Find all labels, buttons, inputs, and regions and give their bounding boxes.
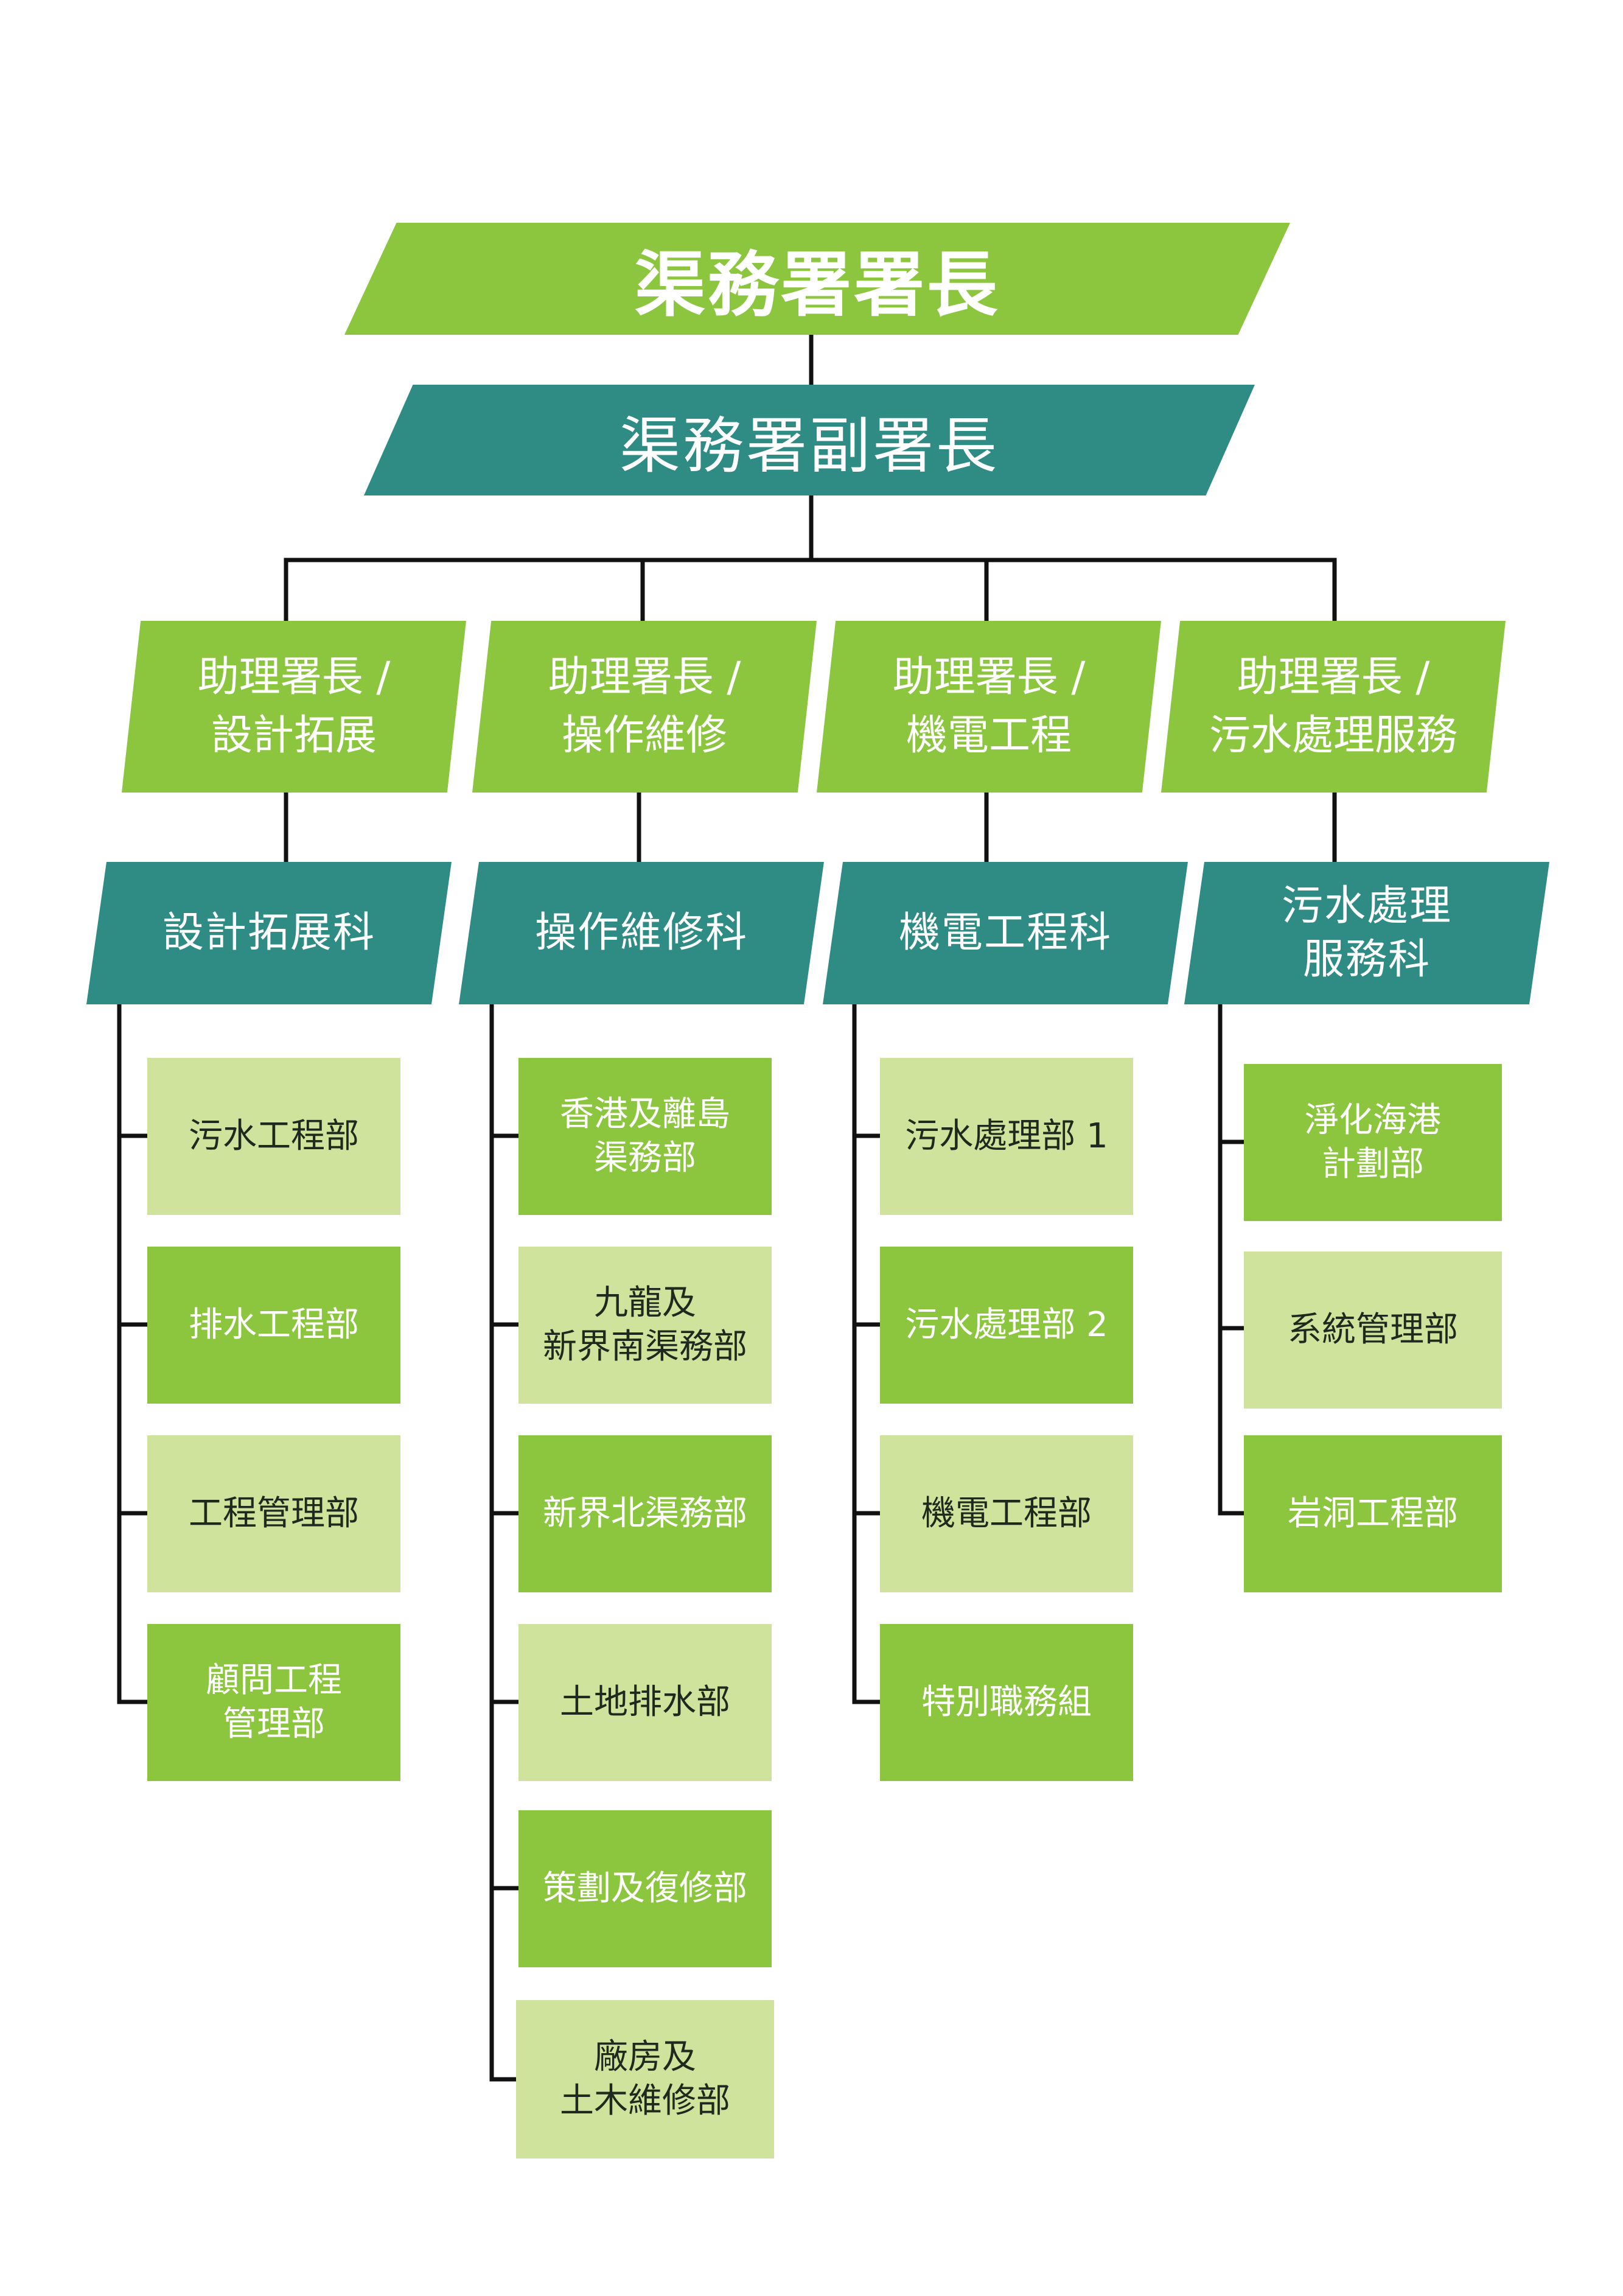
division-nt-north: 新界北渠務部: [518, 1435, 772, 1592]
division-consultants-management: 顧問工程 管理部: [147, 1624, 400, 1781]
director-box: 渠務署署長: [344, 223, 1290, 335]
assistant-director-sewage: 助理署長 / 污水處理服務: [1161, 621, 1506, 793]
branch-operations: 操作維修科: [459, 862, 824, 1004]
division-sewerage-projects: 污水工程部: [147, 1058, 400, 1215]
division-kowloon-nt-south: 九龍及 新界南渠務部: [518, 1247, 772, 1404]
assistant-director-operations: 助理署長 / 操作維修: [472, 621, 817, 793]
division-land-drainage: 土地排水部: [518, 1624, 772, 1781]
assistant-director-design: 助理署長 / 設計拓展: [122, 621, 466, 793]
division-plant-civil-maintenance: 廠房及 土木維修部: [516, 2000, 774, 2158]
division-sewage-treatment-2: 污水處理部 2: [880, 1247, 1133, 1404]
unit-special-duties: 特別職務組: [880, 1624, 1133, 1781]
branch-electrical: 機電工程科: [823, 862, 1188, 1004]
deputy-director-box: 渠務署副署長: [364, 385, 1255, 495]
division-sewage-treatment-1: 污水處理部 1: [880, 1058, 1133, 1215]
division-system-management: 系統管理部: [1244, 1251, 1502, 1409]
division-hk-islands: 香港及離島 渠務部: [518, 1058, 772, 1215]
division-cavern-works: 岩洞工程部: [1244, 1435, 1502, 1592]
branch-design: 設計拓展科: [86, 862, 452, 1004]
division-project-management: 工程管理部: [147, 1435, 400, 1592]
branch-sewage: 污水處理 服務科: [1184, 862, 1549, 1004]
division-planning-rehabilitation: 策劃及復修部: [518, 1810, 772, 1967]
assistant-director-electrical: 助理署長 / 機電工程: [817, 621, 1161, 793]
division-harbour-area-treatment: 淨化海港 計劃部: [1244, 1064, 1502, 1221]
division-electrical-mechanical: 機電工程部: [880, 1435, 1133, 1592]
division-drainage-projects: 排水工程部: [147, 1247, 400, 1404]
